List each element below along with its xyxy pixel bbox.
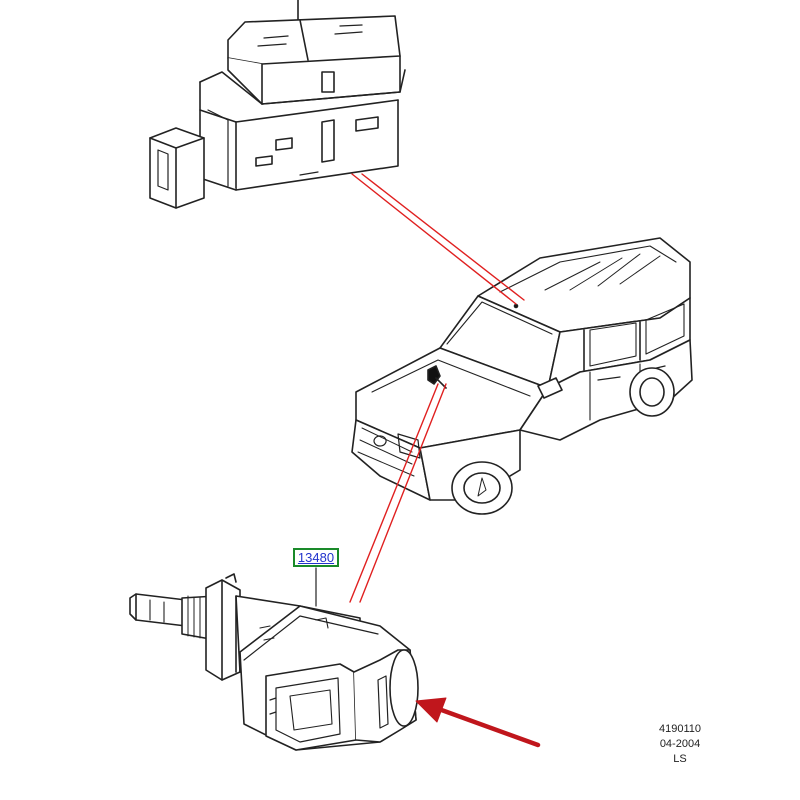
vehicle-icon [351, 237, 693, 515]
switch-assembly-icon [149, 0, 406, 209]
illustration-date: 04-2004 [659, 738, 701, 750]
part-number-callout[interactable]: 13480 [293, 548, 339, 567]
leader-lines [349, 173, 525, 603]
illustration-code: LS [673, 753, 687, 765]
brake-switch-icon [129, 567, 419, 751]
illustration-info: 4190110 04-2004 LS [650, 722, 710, 767]
pointer-arrow-icon [415, 697, 541, 748]
illustration-id: 4190110 [658, 723, 701, 735]
